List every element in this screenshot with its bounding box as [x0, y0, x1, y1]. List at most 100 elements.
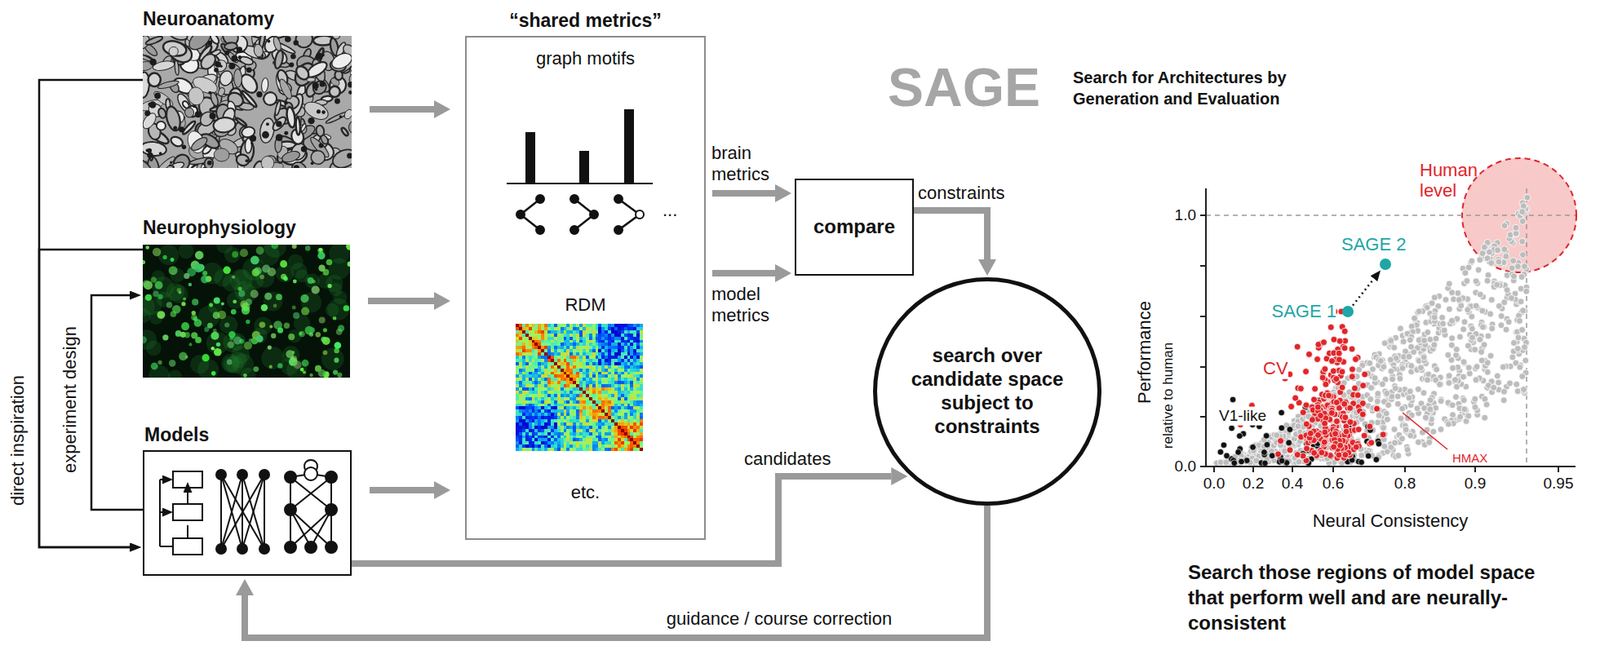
rdm-cell: [569, 387, 573, 391]
neuron-soma: [195, 251, 204, 261]
rdm-cell: [563, 327, 568, 331]
cell-profile: [304, 80, 320, 99]
rdm-cell: [569, 397, 573, 401]
rdm-cell: [601, 362, 605, 366]
rdm-cell: [560, 355, 564, 360]
rdm-cell: [540, 381, 545, 385]
rdm-cell: [563, 362, 568, 366]
rdm-cell: [534, 333, 538, 337]
rdm-cell: [522, 416, 526, 420]
rdm-cell: [636, 390, 640, 395]
rdm-cell: [540, 425, 545, 430]
rdm-cell: [544, 429, 548, 433]
rdm-cell: [604, 323, 608, 328]
rdm-cell: [614, 352, 618, 356]
rdm-cell: [566, 359, 570, 363]
graph-edge: [221, 474, 265, 550]
neuron-soma: [252, 366, 259, 373]
neuron-soma: [156, 310, 165, 320]
neuron-soma: [280, 274, 287, 280]
rdm-cell: [515, 372, 519, 376]
rdm-cell: [598, 372, 602, 376]
rdm-cell: [589, 349, 593, 353]
rdm-cell: [617, 400, 621, 404]
rdm-cell: [633, 387, 637, 391]
rdm-cell: [627, 362, 631, 366]
rdm-cell: [557, 406, 561, 410]
neuron-soma: [202, 270, 208, 276]
rdm-cell: [540, 387, 545, 391]
rdm-cell: [544, 374, 548, 378]
rdm-cell: [614, 342, 618, 346]
neuron-soma: [162, 334, 169, 341]
rdm-cell: [604, 377, 608, 382]
rdm-cell: [550, 390, 555, 395]
rdm-cell: [544, 377, 548, 382]
rdm-cell: [525, 381, 529, 385]
rdm-cell: [522, 400, 526, 404]
glow: [288, 254, 304, 271]
rdm-cell: [633, 352, 637, 356]
rdm-cell: [531, 425, 536, 430]
neuron-soma: [301, 359, 310, 368]
rdm-cell: [639, 419, 643, 423]
rdm-cell: [601, 327, 605, 331]
motif-node: [635, 210, 644, 219]
rdm-cell: [537, 365, 541, 369]
rdm-cell: [624, 394, 628, 398]
rdm-cell: [547, 432, 551, 436]
rdm-cell: [572, 340, 577, 344]
rdm-cell: [595, 374, 599, 378]
graph-edge: [221, 474, 243, 550]
rdm-cell: [598, 368, 602, 373]
neuron-soma: [327, 283, 332, 289]
neuron-soma: [305, 245, 311, 252]
rdm-cell: [518, 342, 523, 346]
rdm-cell: [563, 349, 568, 353]
neuron-soma: [210, 332, 219, 341]
rdm-cell: [611, 340, 615, 344]
rdm-cell: [598, 349, 602, 353]
rdm-cell: [601, 365, 605, 369]
rdm-cell: [534, 349, 538, 353]
rdm-cell: [589, 422, 593, 426]
rdm-cell: [636, 419, 640, 423]
rdm-cell: [547, 374, 551, 378]
dark-granule: [339, 115, 342, 118]
rdm-cell: [550, 336, 555, 341]
rdm-cell: [550, 340, 555, 344]
rdm-cell: [572, 359, 577, 363]
rdm-cell: [595, 342, 599, 346]
rdm-cell: [547, 340, 551, 344]
rdm-cell: [629, 374, 634, 378]
cell-profile: [252, 43, 264, 58]
rdm-cell: [579, 327, 583, 331]
rdm-cell: [627, 400, 631, 404]
rdm-cell: [592, 406, 596, 410]
rdm-cell: [579, 336, 583, 341]
rdm-cell: [595, 412, 599, 417]
rdm-cell: [560, 359, 564, 363]
rdm-cell: [534, 330, 538, 334]
rdm-cell: [547, 368, 551, 373]
rdm-cell: [633, 345, 637, 350]
neuron-soma: [250, 289, 259, 298]
rdm-cell: [595, 390, 599, 395]
rdm-cell: [604, 397, 608, 401]
rdm-cell: [566, 362, 570, 366]
cell-profile: [277, 77, 294, 101]
rdm-cell: [515, 362, 519, 366]
rdm-cell: [544, 425, 548, 430]
rdm-cell: [636, 429, 640, 433]
neuron-soma: [162, 255, 167, 260]
rdm-cell: [604, 422, 608, 426]
neuron-soma: [333, 358, 339, 364]
rdm-cell: [620, 349, 625, 353]
rdm-cell: [627, 349, 631, 353]
rdm-cell: [611, 336, 615, 341]
rdm-cell: [639, 416, 643, 420]
rdm-cell: [598, 422, 602, 426]
rdm-cell: [629, 362, 634, 366]
rdm-cell: [566, 323, 570, 328]
rdm-cell: [518, 406, 523, 410]
